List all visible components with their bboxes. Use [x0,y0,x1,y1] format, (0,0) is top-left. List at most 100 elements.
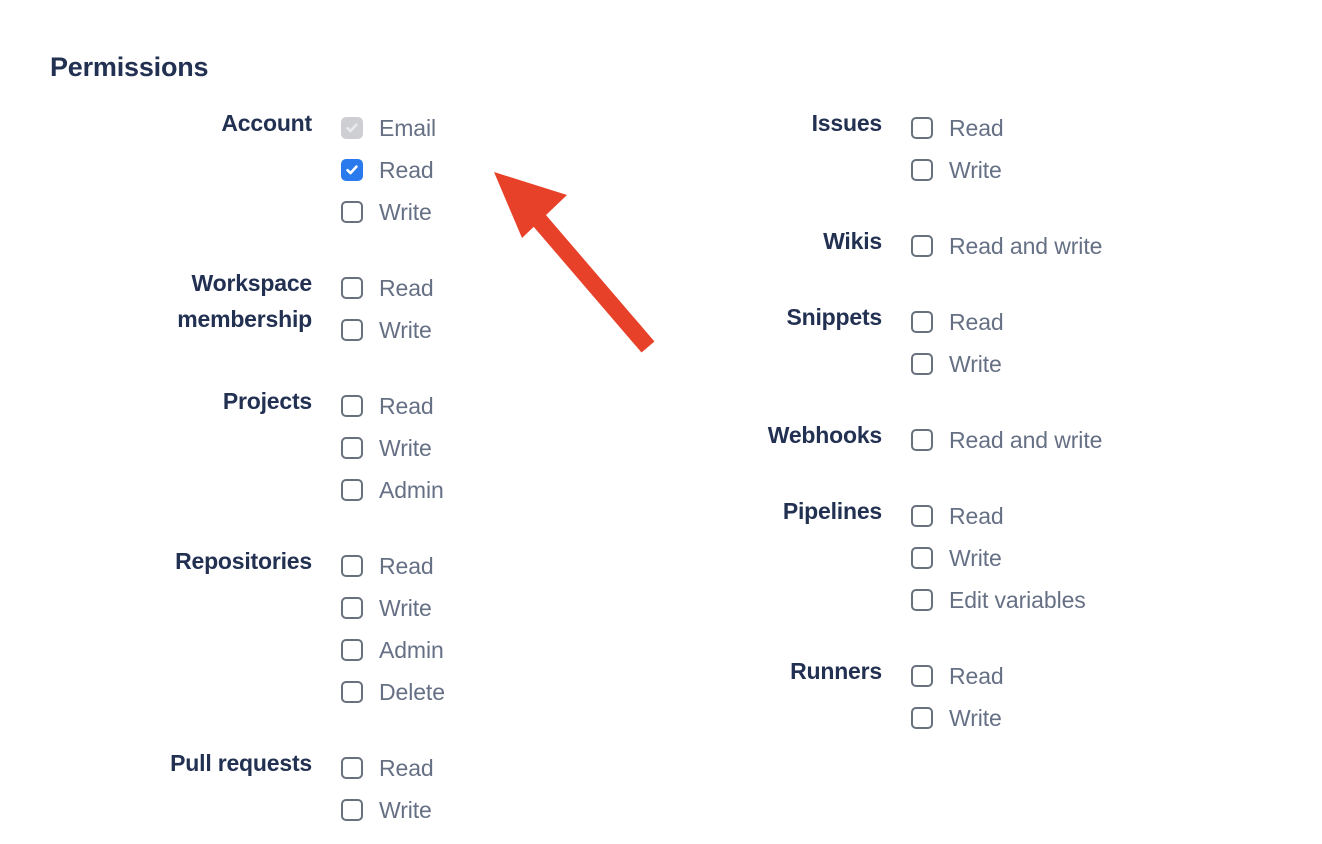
checkbox-unchecked[interactable] [341,681,363,703]
page-title: Permissions [50,52,209,82]
permission-group-label: Snippets [786,304,882,330]
permission-option[interactable]: Read [911,107,1300,149]
permission-option-label: Write [949,351,1002,377]
permission-option-label: Edit variables [949,587,1086,613]
permission-option[interactable]: Write [911,149,1300,191]
permission-group-label: Webhooks [767,422,882,448]
permission-option[interactable]: Write [911,697,1300,739]
permission-option-label: Read [949,503,1004,529]
permission-option[interactable]: Read and write [911,225,1300,267]
permission-option-label: Write [379,317,432,343]
permission-option-label: Read [379,393,434,419]
permission-group-label: Account [221,110,312,136]
permission-option-label: Read [379,157,434,183]
permission-group-label: Repositories [175,548,312,574]
permission-options: Read and write [911,417,1300,461]
permission-option-label: Read [949,309,1004,335]
permission-option-label: Read [379,553,434,579]
checkbox-unchecked[interactable] [341,437,363,459]
permission-option[interactable]: Write [911,343,1300,385]
permission-option[interactable]: Read [341,545,620,587]
permission-option[interactable]: Read [911,655,1300,697]
checkbox-unchecked[interactable] [911,505,933,527]
checkbox-unchecked[interactable] [341,319,363,341]
permission-option[interactable]: Write [341,789,620,831]
checkbox-unchecked[interactable] [911,159,933,181]
permission-options: Read and write [911,223,1300,267]
checkbox-unchecked[interactable] [911,665,933,687]
permission-option[interactable]: Read [341,385,620,427]
permission-group-label: Workspace membership [177,270,312,332]
checkbox-unchecked[interactable] [911,235,933,257]
permission-option[interactable]: Admin [341,629,620,671]
checkbox-checked-disabled [341,117,363,139]
permission-option-label: Read [379,275,434,301]
permission-option-label: Read and write [949,427,1103,453]
permission-option[interactable]: Write [341,427,620,469]
permission-group: Webhooks Read and write [600,417,1300,461]
permission-option-label: Write [379,435,432,461]
checkbox-unchecked[interactable] [911,707,933,729]
permission-group: Wikis Read and write [600,223,1300,267]
checkbox-unchecked[interactable] [341,555,363,577]
permission-option-label: Email [379,115,437,141]
permission-group-label: Issues [811,110,883,136]
permission-option[interactable]: Write [341,587,620,629]
permission-option[interactable]: Write [911,537,1300,579]
checkbox-unchecked[interactable] [911,117,933,139]
permission-option-label: Read [949,115,1004,141]
permission-option-label: Write [949,157,1002,183]
permission-option-label: Write [949,545,1002,571]
permission-option-label: Read and write [949,233,1103,259]
permission-option[interactable]: Read [341,747,620,789]
permission-option[interactable]: Read and write [911,419,1300,461]
permission-option-label: Delete [379,679,445,705]
permission-option[interactable]: Read [341,149,620,191]
checkbox-unchecked[interactable] [911,429,933,451]
checkbox-unchecked[interactable] [341,277,363,299]
permission-option[interactable]: Write [341,309,620,351]
checkbox-unchecked[interactable] [911,353,933,375]
permission-option[interactable]: Admin [341,469,620,511]
permission-option[interactable]: Email [341,107,620,149]
permission-option[interactable]: Read [911,495,1300,537]
checkbox-unchecked[interactable] [911,547,933,569]
permission-option[interactable]: Edit variables [911,579,1300,621]
checkbox-unchecked[interactable] [341,799,363,821]
permission-option-label: Read [949,663,1004,689]
permission-option[interactable]: Read [911,301,1300,343]
permission-group-label: Wikis [823,228,882,254]
checkbox-unchecked[interactable] [341,201,363,223]
checkbox-unchecked[interactable] [341,395,363,417]
permission-group-label: Pipelines [782,498,882,524]
checkbox-unchecked[interactable] [341,479,363,501]
checkbox-unchecked[interactable] [911,311,933,333]
permission-option-label: Write [379,595,432,621]
checkbox-unchecked[interactable] [341,597,363,619]
checkbox-unchecked[interactable] [911,589,933,611]
permission-option[interactable]: Read [341,267,620,309]
permission-option-label: Admin [379,637,444,663]
permission-option-label: Admin [379,477,444,503]
permission-option[interactable]: Delete [341,671,620,713]
checkbox-unchecked[interactable] [341,757,363,779]
checkbox-unchecked[interactable] [341,639,363,661]
permission-option-label: Read [379,755,434,781]
permission-option-label: Write [379,797,432,823]
checkbox-checked[interactable] [341,159,363,181]
permission-option[interactable]: Write [341,191,620,233]
